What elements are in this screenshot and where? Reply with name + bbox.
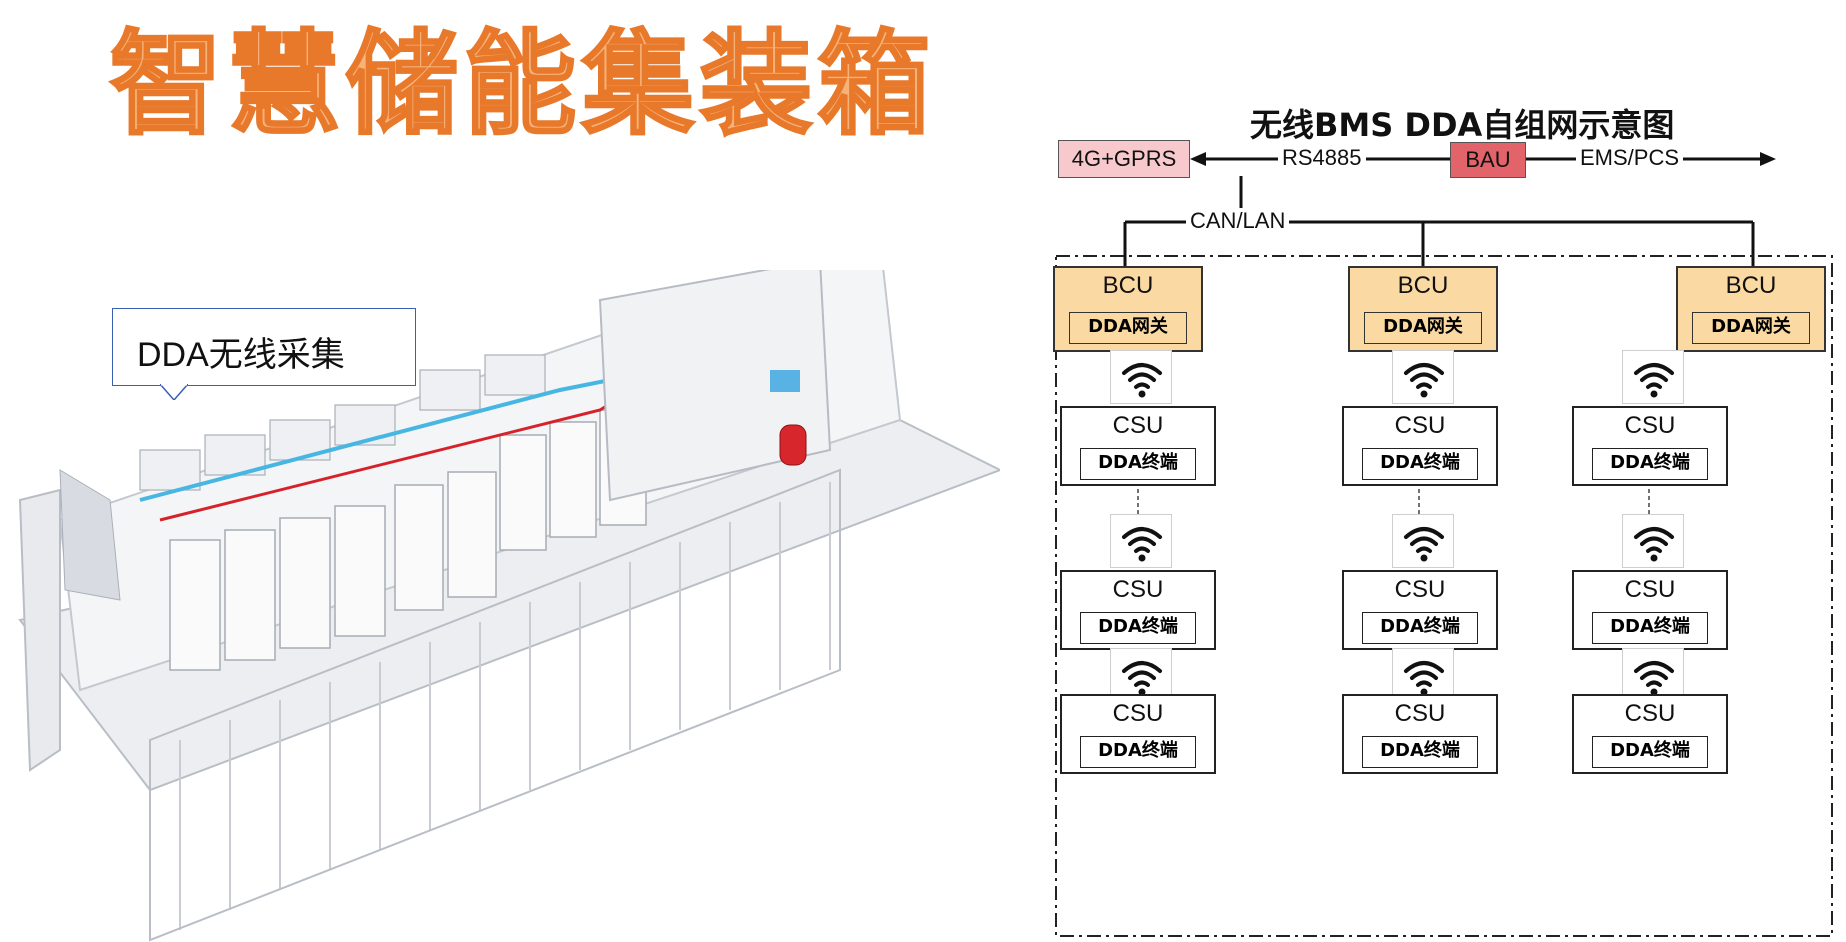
terminal-label: DDA终端	[1080, 736, 1196, 768]
csu-label: CSU	[1394, 412, 1446, 439]
csu-node: CSU DDA终端	[1060, 406, 1216, 486]
csu-label: CSU	[1624, 576, 1676, 603]
csu-label: CSU	[1394, 700, 1446, 727]
bcu-node: BCU DDA网关	[1348, 266, 1498, 352]
csu-node: CSU DDA终端	[1572, 694, 1728, 774]
network-diagram: 无线BMS DDA自组网示意图 4G+GPRS BAU RS4885 EMS/P…	[1020, 90, 1846, 942]
csu-node: CSU DDA终端	[1342, 570, 1498, 650]
bus-link-label: CAN/LAN	[1186, 208, 1290, 234]
terminal-label: DDA终端	[1080, 612, 1196, 644]
csu-node: CSU DDA终端	[1342, 694, 1498, 774]
gateway-label: DDA网关	[1069, 312, 1187, 344]
wifi-icon	[1622, 350, 1684, 404]
terminal-label: DDA终端	[1592, 612, 1708, 644]
page-title: 智慧储能集装箱	[109, 18, 936, 151]
csu-label: CSU	[1112, 700, 1164, 727]
modem-node: 4G+GPRS	[1058, 140, 1190, 178]
dda-callout: DDA无线采集	[112, 308, 416, 386]
csu-label: CSU	[1624, 412, 1676, 439]
wifi-icon	[1110, 350, 1172, 404]
terminal-label: DDA终端	[1362, 448, 1478, 480]
terminal-label: DDA终端	[1592, 448, 1708, 480]
rs-link-label: RS4885	[1278, 145, 1366, 171]
gateway-label: DDA网关	[1364, 312, 1482, 344]
bcu-label: BCU	[1102, 272, 1154, 299]
terminal-label: DDA终端	[1362, 736, 1478, 768]
csu-node: CSU DDA终端	[1572, 406, 1728, 486]
gateway-label: DDA网关	[1692, 312, 1810, 344]
csu-label: CSU	[1112, 412, 1164, 439]
csu-node: CSU DDA终端	[1060, 570, 1216, 650]
wifi-icon	[1622, 514, 1684, 568]
terminal-label: DDA终端	[1080, 448, 1196, 480]
wifi-icon	[1110, 514, 1172, 568]
bcu-label: BCU	[1725, 272, 1777, 299]
wifi-icon	[1622, 648, 1684, 702]
wifi-icon	[1392, 514, 1454, 568]
csu-label: CSU	[1394, 576, 1446, 603]
bcu-label: BCU	[1397, 272, 1449, 299]
bcu-node: BCU DDA网关	[1053, 266, 1203, 352]
callout-text: DDA无线采集	[137, 336, 345, 374]
terminal-label: DDA终端	[1592, 736, 1708, 768]
wifi-icon	[1392, 350, 1454, 404]
bcu-node: BCU DDA网关	[1676, 266, 1826, 352]
wifi-icon	[1392, 648, 1454, 702]
terminal-label: DDA终端	[1362, 612, 1478, 644]
diagram-title: 无线BMS DDA自组网示意图	[1250, 106, 1675, 144]
ems-link-label: EMS/PCS	[1576, 145, 1684, 171]
csu-node: CSU DDA终端	[1060, 694, 1216, 774]
csu-label: CSU	[1624, 700, 1676, 727]
container-illustration	[18, 270, 1000, 942]
callout-tail	[160, 384, 188, 400]
csu-node: CSU DDA终端	[1572, 570, 1728, 650]
csu-node: CSU DDA终端	[1342, 406, 1498, 486]
bau-node: BAU	[1450, 142, 1526, 178]
csu-label: CSU	[1112, 576, 1164, 603]
